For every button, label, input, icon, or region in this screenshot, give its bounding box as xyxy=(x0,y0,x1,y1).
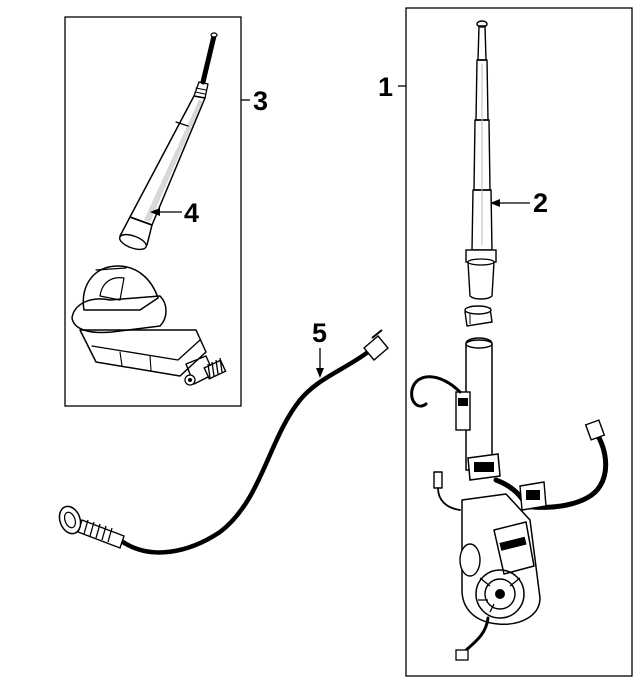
motor-assembly-illustration xyxy=(410,337,609,661)
callout-4-arrow xyxy=(150,208,182,216)
grommet-illustration xyxy=(464,305,493,327)
antenna-cable-illustration xyxy=(58,329,389,555)
callout-label-4: 4 xyxy=(184,198,199,228)
antenna-base-illustration xyxy=(71,265,227,386)
callout-label-2: 2 xyxy=(533,188,548,218)
callout-2-arrow xyxy=(490,199,530,207)
antenna-rod-illustration xyxy=(118,32,218,251)
group-3-border xyxy=(64,16,242,407)
telescoping-mast-illustration xyxy=(465,20,497,300)
group-1-border xyxy=(405,7,633,677)
callout-label-3: 3 xyxy=(253,86,268,116)
callout-label-1: 1 xyxy=(378,72,393,102)
callout-5-arrow xyxy=(316,348,324,378)
callout-label-5: 5 xyxy=(312,318,327,348)
